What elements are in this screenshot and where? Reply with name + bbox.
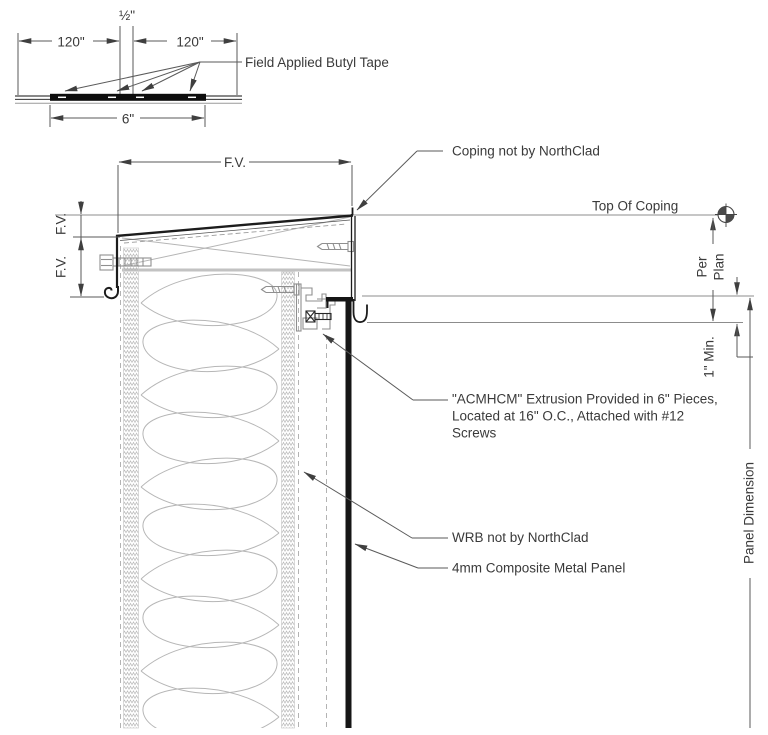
per-plan-label-line1: Per bbox=[695, 256, 710, 278]
per-plan-label-line2: Plan bbox=[712, 253, 727, 280]
butyl-tape-detail: ½" 120" 120" 6" Field Applied Butyl Tape bbox=[15, 8, 389, 127]
coping-screw-right bbox=[316, 240, 355, 253]
left-panel-dimension-label: 120" bbox=[57, 35, 85, 50]
tape-dimension-lines bbox=[18, 38, 237, 121]
fv-top-label: F.V. bbox=[224, 155, 246, 170]
butyl-tape-bar bbox=[50, 93, 206, 101]
wall-section: F.V. F.V. F.V. Coping not by NorthClad T… bbox=[54, 144, 757, 729]
coping-leader bbox=[356, 150, 418, 211]
fv-left-lower-label: F.V. bbox=[54, 256, 69, 278]
labels: F.V. F.V. F.V. Coping not by NorthClad T… bbox=[54, 144, 757, 576]
attachment-screw bbox=[305, 310, 332, 323]
extrusion-clip bbox=[295, 283, 336, 332]
coping-right-drip-hem bbox=[352, 299, 368, 323]
extrusion-callout-line3: Screws bbox=[452, 426, 497, 441]
panel-leader bbox=[354, 543, 419, 569]
tape-callout-leaders bbox=[64, 61, 242, 92]
panel-joint-strip bbox=[15, 93, 242, 104]
extrusion-leader bbox=[322, 333, 414, 401]
extrusion-callout-line2: Located at 16" O.C., Attached with #12 bbox=[452, 409, 684, 424]
coping-profile bbox=[103, 207, 368, 323]
butyl-tape-callout-label: Field Applied Butyl Tape bbox=[245, 55, 389, 70]
top-of-coping-label: Top Of Coping bbox=[592, 199, 678, 214]
dimension-lines bbox=[70, 159, 753, 728]
coping-underlayment-dashed bbox=[123, 223, 348, 244]
blocking-bolt-left bbox=[99, 254, 152, 271]
sheathing-left bbox=[123, 247, 139, 729]
min-lap-label: 1" Min. bbox=[702, 336, 717, 378]
panel-dimension-label: Panel Dimension bbox=[742, 462, 757, 564]
metal-panel bbox=[326, 297, 353, 728]
coping-callout-label: Coping not by NorthClad bbox=[452, 144, 600, 159]
wrb-leader bbox=[303, 471, 413, 539]
gap-dimension-label: ½" bbox=[119, 8, 135, 23]
datum-target-symbol bbox=[715, 203, 737, 227]
right-panel-dimension-label: 120" bbox=[176, 35, 204, 50]
construction-gray bbox=[99, 216, 355, 729]
wrb-callout-label: WRB not by NorthClad bbox=[452, 530, 589, 545]
tape-width-dimension-label: 6" bbox=[122, 112, 135, 127]
panel-face bbox=[345, 297, 352, 728]
tape-extension-lines bbox=[17, 26, 238, 127]
coping-left-drip-hem bbox=[103, 286, 119, 300]
extrusion-callout-line1: "ACMHCM" Extrusion Provided in 6" Pieces… bbox=[452, 392, 718, 407]
panel-callout-label: 4mm Composite Metal Panel bbox=[452, 561, 625, 576]
sheathing-right bbox=[281, 271, 295, 729]
insulation-batt bbox=[140, 273, 280, 728]
fv-left-upper-label: F.V. bbox=[54, 213, 69, 235]
wood-blocking-x bbox=[121, 216, 351, 267]
callout-leaders bbox=[303, 150, 448, 569]
